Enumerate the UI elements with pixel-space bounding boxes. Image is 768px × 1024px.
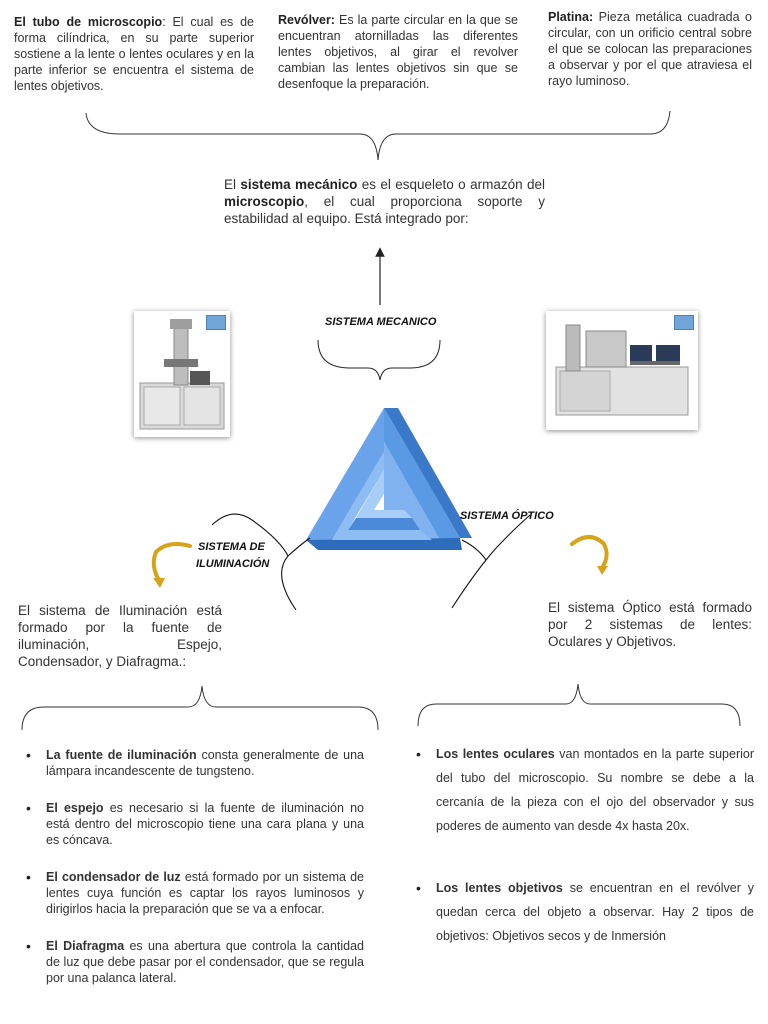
item-term: Los lentes oculares xyxy=(436,747,555,761)
list-item: El condensador de luz está formado por u… xyxy=(22,869,364,917)
platina-text: Pieza metálica cuadrada o circular, con … xyxy=(548,10,752,88)
microscope-illustration-right xyxy=(555,324,689,416)
optico-list: Los lentes oculares van montados en la p… xyxy=(412,742,754,948)
mecanico-description: El sistema mecánico es el esqueleto o ar… xyxy=(224,176,545,227)
mecanico-text-3: , el cual proporciona soporte y estabili… xyxy=(224,194,545,226)
mecanico-bold-1: sistema mecánico xyxy=(240,177,358,192)
iluminacion-list: La fuente de iluminación consta generalm… xyxy=(22,747,364,986)
iluminacion-brace xyxy=(211,513,311,611)
item-text: se encuentran en el revólver y quedan ce… xyxy=(436,881,754,943)
optico-intro: El sistema Óptico está formado por 2 sis… xyxy=(548,600,752,649)
list-item: El Diafragma es una abertura que control… xyxy=(22,938,364,986)
gold-arrow-left xyxy=(151,542,192,584)
item-text: consta generalmente de una lámpara incan… xyxy=(46,748,365,778)
microscope-photo-left xyxy=(134,311,230,437)
photo-corner-tag-right xyxy=(674,315,694,330)
iluminacion-bottom-brace xyxy=(21,685,379,731)
item-term: La fuente de iluminación xyxy=(46,748,197,762)
item-term: El condensador de luz xyxy=(46,870,181,884)
gold-arrow-right xyxy=(570,535,609,570)
revolver-definition: Revólver: Es la parte circular en la que… xyxy=(278,12,518,92)
optico-bottom-brace xyxy=(417,683,741,727)
item-term: Los lentes objetivos xyxy=(436,881,563,895)
revolver-text: Es la parte circular en la que se encuen… xyxy=(278,13,518,91)
item-text: está formado por un sistema de lentes cu… xyxy=(46,870,364,916)
label-sistema-mecanico: SISTEMA MECANICO xyxy=(325,316,437,328)
tubo-term: El tubo de microscopio xyxy=(14,15,163,29)
item-text: es una abertura que controla la cantidad… xyxy=(46,939,364,985)
item-term: El espejo xyxy=(46,801,104,815)
platina-term: Platina: xyxy=(548,10,594,24)
item-text: van montados en la parte superior del tu… xyxy=(436,747,755,833)
mecanico-brace xyxy=(317,339,441,381)
label-sistema-iluminacion-2: ILUMINACIÓN xyxy=(196,558,270,570)
mecanico-text-1: El xyxy=(224,177,241,192)
iluminacion-intro: El sistema de Iluminación está formado p… xyxy=(18,603,222,669)
microscope-illustration-left xyxy=(139,319,225,430)
gold-arrow-right-head xyxy=(597,566,608,575)
tubo-text: : El cual es de forma cilíndrica, en su … xyxy=(14,15,254,93)
mecanico-bold-2: microscopio xyxy=(224,194,305,209)
gold-arrow-left-head xyxy=(153,578,165,588)
list-item: Los lentes oculares van montados en la p… xyxy=(412,742,754,838)
list-item: La fuente de iluminación consta generalm… xyxy=(22,747,364,779)
item-term: El Diafragma xyxy=(46,939,125,953)
microscope-photo-right xyxy=(546,311,698,430)
label-sistema-optico: SISTEMA ÓPTICO xyxy=(460,510,554,522)
tubo-definition: El tubo de microscopio: El cual es de fo… xyxy=(14,14,254,94)
list-item: Los lentes objetivos se encuentran en el… xyxy=(412,876,754,948)
revolver-term: Revólver: xyxy=(278,13,335,27)
photo-corner-tag xyxy=(206,315,226,330)
label-sistema-iluminacion-1: SISTEMA DE xyxy=(198,541,265,553)
platina-definition: Platina: Pieza metálica cuadrada o circu… xyxy=(548,9,752,89)
list-item: El espejo es necesario si la fuente de i… xyxy=(22,800,364,848)
optico-brace xyxy=(451,514,531,609)
top-brace xyxy=(85,110,671,161)
item-text: es necesario si la fuente de iluminación… xyxy=(46,801,364,847)
penrose-triangle xyxy=(306,408,472,550)
mecanico-text-2: es el esqueleto o armazón del xyxy=(357,177,545,192)
